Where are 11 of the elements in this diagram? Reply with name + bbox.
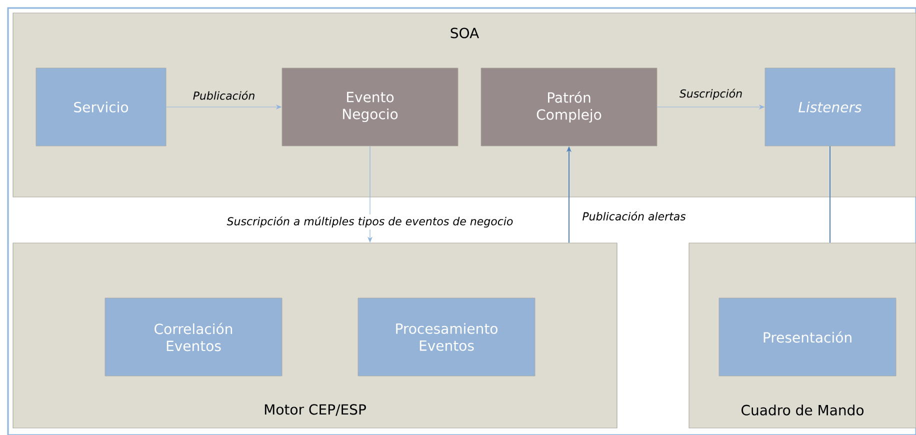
edge-label: Suscripción a múltiples tipos de eventos de negocio xyxy=(224,214,516,230)
event-box: Patrón Complejo xyxy=(480,68,658,146)
edge-label: Publicación xyxy=(193,90,254,100)
edge-label: Publicación alertas xyxy=(582,212,686,220)
process-box: Listeners xyxy=(764,68,896,146)
edge-label: Suscripción xyxy=(680,88,742,100)
event-box: Evento Negocio xyxy=(282,68,458,146)
process-box: Procesamiento Eventos xyxy=(358,298,536,376)
process-box: Servicio xyxy=(36,68,166,146)
process-box: Presentación xyxy=(718,298,896,376)
process-box: Correlación Eventos xyxy=(104,298,282,376)
